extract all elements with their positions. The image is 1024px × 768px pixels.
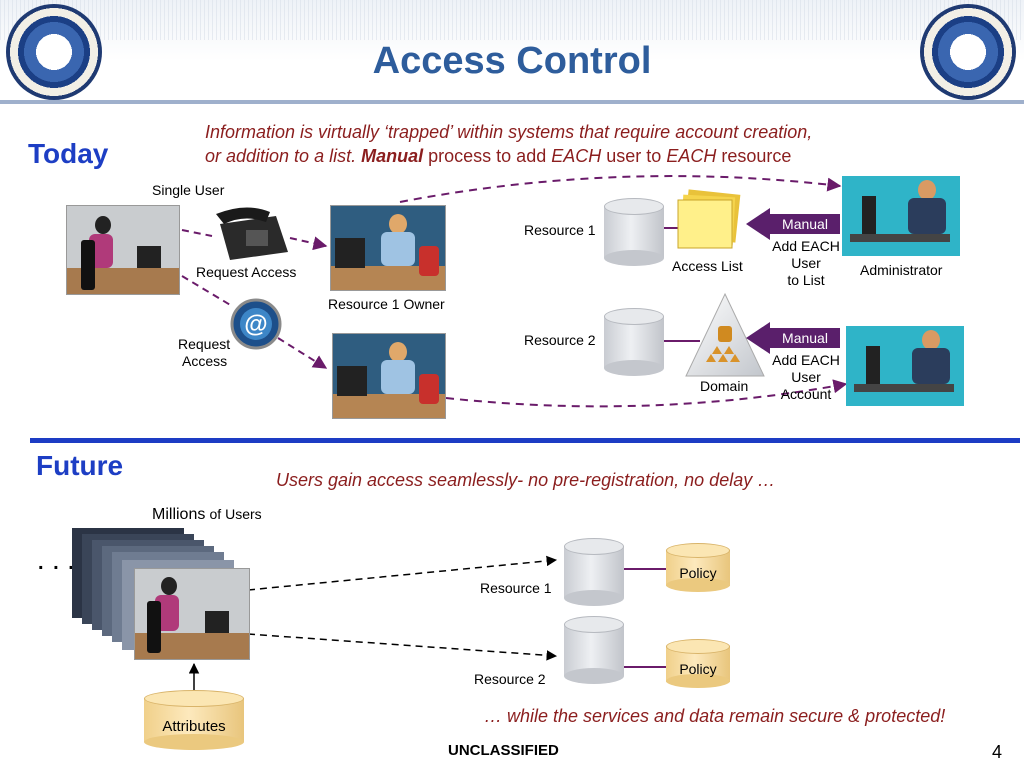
policy2-label: Policy [679,661,717,677]
header-pattern [0,0,1024,40]
email-at-icon: @ [230,298,282,350]
access-list-label: Access List [672,258,743,274]
add-each-list-line3: to List [787,272,825,288]
future-resource1-label: Resource 1 [480,580,552,596]
future-heading: Future [36,450,124,481]
future-resource2-label: Resource 2 [474,671,546,687]
svg-text:@: @ [244,311,267,338]
today-resource1-label: Resource 1 [524,222,596,238]
single-user-label: Single User [152,182,225,198]
future-path-resource2 [247,633,558,661]
page-title: Access Control [372,40,652,82]
path-email-owner [277,337,328,369]
classification-label: UNCLASSIFIED [448,742,559,759]
resource1-owner-image [330,205,446,291]
resource1-owner-label: Resource 1 Owner [328,296,445,312]
administrator-label: Administrator [860,262,943,278]
resource2-owner-image [332,333,446,419]
add-each-list-line2: User [791,255,821,271]
attributes-label: Attributes [162,718,226,735]
today-intro-line1: Information is virtually ‘trapped’ withi… [205,122,813,142]
future-closing: … while the services and data remain sec… [484,706,946,726]
phone-icon [216,207,288,260]
add-each-list-line1: Add EACH [772,238,840,254]
today-intro-line2: or addition to a list. Manual process to… [205,146,791,167]
millions-of-users-label: Millions of Users [152,506,262,524]
path-owner-admin-bottom [445,379,848,408]
request-access-email-label-1: Request [178,336,231,352]
intro-text-d: resource [721,146,792,166]
manual-arrow-1: Manual [746,208,842,240]
manual-label-2: Manual [770,328,840,348]
request-access-email-label-2: Access [182,353,228,369]
millions-word: Millions [152,506,206,523]
intro-text-manual: Manual [361,146,424,166]
path-owner-admin-top [399,175,842,203]
intro-text-each2: EACH [666,146,717,166]
policy1-label: Policy [679,565,717,581]
request-access-phone-label: Request Access [196,264,297,280]
ellipsis: . . . [38,552,76,574]
domain-icon [685,292,765,377]
dod-seal-icon [6,4,102,100]
add-each-account-text: Add EACH User Account [764,352,848,403]
of-users-words: of Users [209,506,262,522]
manual-label-1: Manual [770,214,840,234]
page-number: 4 [992,742,1003,762]
intro-text-b: process to add [428,146,547,166]
access-list-icon [677,189,741,249]
odni-seal-icon [920,4,1016,100]
header-rule [0,100,1024,104]
manual-arrow-2: Manual [746,322,842,354]
administrator-image-top [842,176,960,256]
administrator-image-bottom [846,326,964,406]
path-phone-owner [289,236,328,251]
intro-text-c: user to [606,146,662,166]
future-intro: Users gain access seamlessly- no pre-reg… [276,470,776,490]
domain-label: Domain [700,378,749,394]
future-path-resource1 [247,555,558,591]
path-user-email [181,275,233,307]
intro-text-each1: EACH [551,146,602,166]
add-each-list-text: Add EACH User to List [764,238,848,289]
intro-text-a: or addition to a list. [205,146,357,166]
add-each-account-line1: Add EACH [772,352,840,368]
section-divider [30,438,1020,443]
add-each-account-line2: User [791,369,821,385]
today-heading: Today [28,138,109,169]
path-user-phone [181,229,213,237]
single-user-image [66,205,180,295]
today-resource2-label: Resource 2 [524,332,596,348]
add-each-account-line3: Account [780,386,832,402]
